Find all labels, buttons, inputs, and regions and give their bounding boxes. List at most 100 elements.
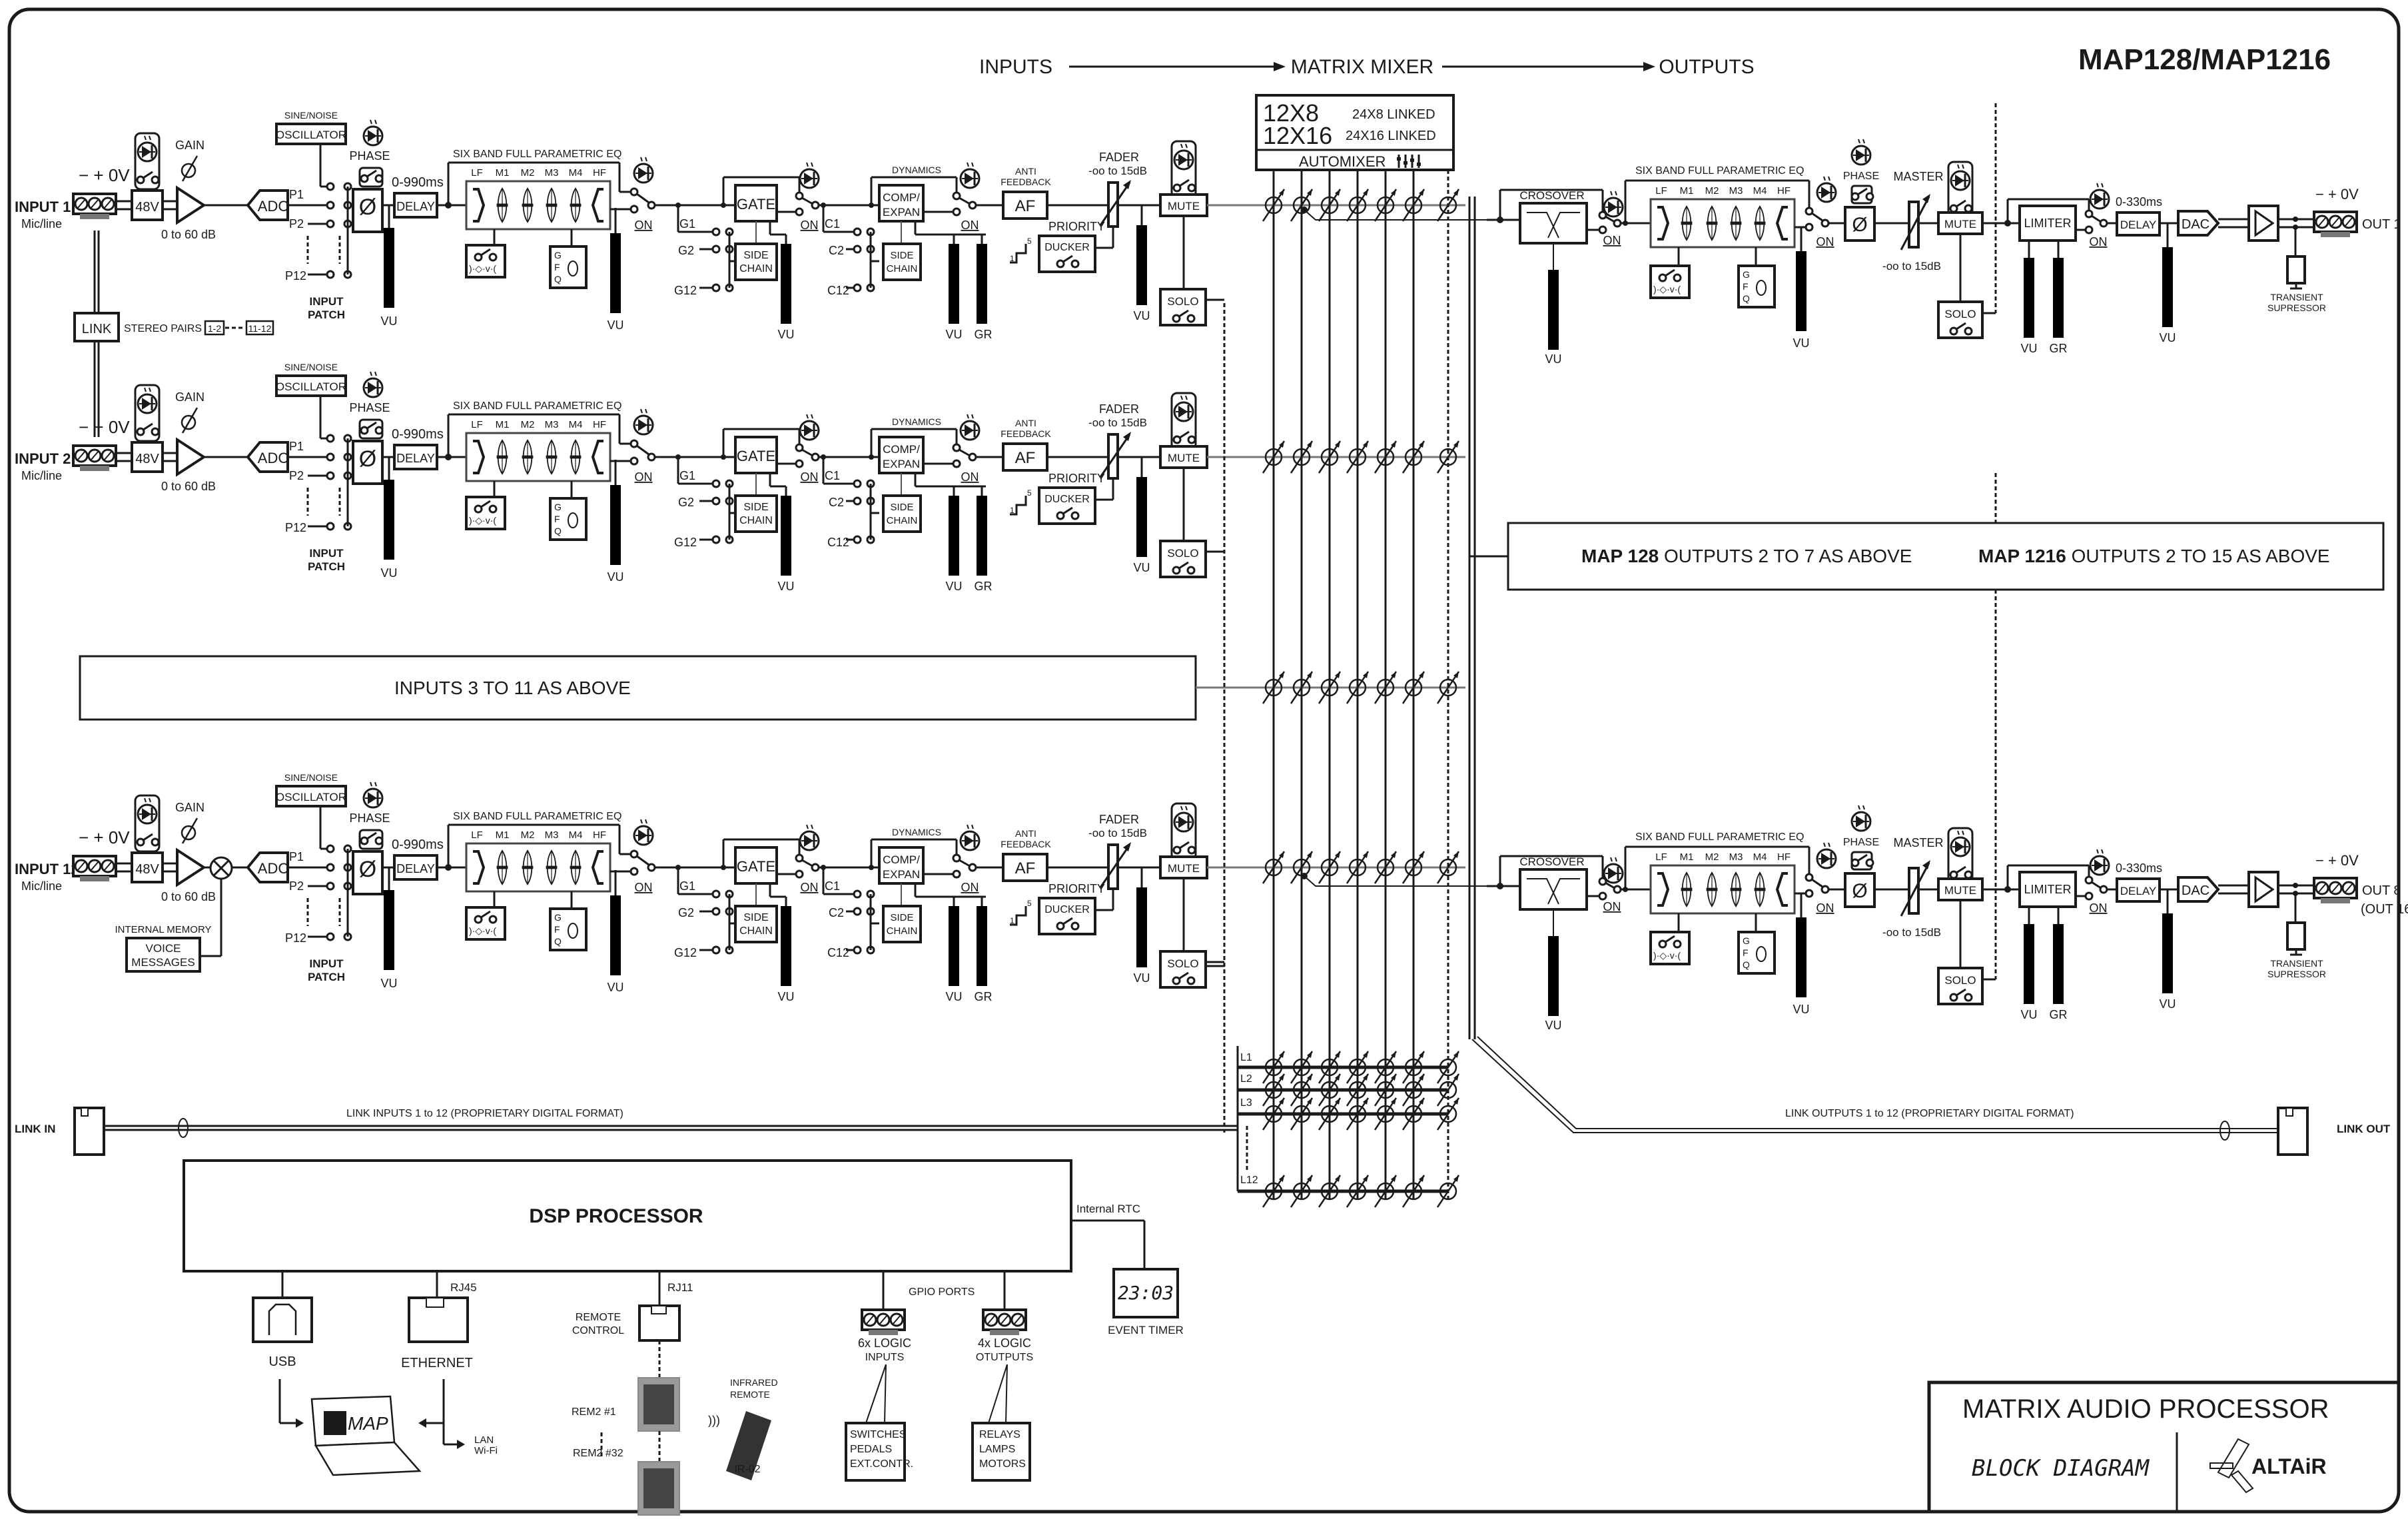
- priority-ducker-block[interactable]: [1038, 897, 1096, 935]
- limiter-bypass-switch[interactable]: [2084, 875, 2108, 901]
- eq-bypass-switch[interactable]: [610, 849, 656, 876]
- voice-messages-block[interactable]: [125, 937, 201, 973]
- comp-bypass-switch[interactable]: [952, 853, 977, 879]
- limiter-block[interactable]: [2018, 205, 2077, 242]
- output-solo-block[interactable]: [1937, 300, 1984, 339]
- gain-knob-icon[interactable]: [181, 825, 197, 841]
- svg-text:M4: M4: [569, 829, 583, 841]
- solo-block[interactable]: [1159, 950, 1207, 989]
- phantom-switch-icon[interactable]: [135, 133, 159, 189]
- gate-bypass-switch[interactable]: [795, 853, 820, 879]
- eq-bypass-switch[interactable]: [610, 187, 656, 214]
- crossover-bypass-switch[interactable]: [1598, 211, 1622, 235]
- parametric-eq-block[interactable]: [465, 842, 611, 893]
- output-eq-block[interactable]: [1649, 198, 1796, 249]
- svg-text:C1: C1: [825, 217, 840, 231]
- crossover-block[interactable]: [1519, 868, 1588, 911]
- svg-text:ON: ON: [961, 881, 979, 894]
- vu-meter-icon: [2024, 924, 2034, 1004]
- limiter-block[interactable]: [2018, 871, 2077, 908]
- delay-block[interactable]: [393, 192, 438, 219]
- svg-text:MAP 1216 OUTPUTS 2 TO 15 AS AB: MAP 1216 OUTPUTS 2 TO 15 AS ABOVE: [1978, 546, 2330, 566]
- anti-feedback-block[interactable]: [1002, 442, 1048, 472]
- link-in-port[interactable]: [73, 1107, 105, 1156]
- comp-sidechain-patch[interactable]: [846, 227, 879, 292]
- mute-switch-icon[interactable]: [1172, 393, 1196, 449]
- comp-sidechain-patch[interactable]: [846, 479, 879, 544]
- eq-filter-type-selector[interactable]: [1649, 931, 1691, 965]
- crossover-block[interactable]: [1519, 202, 1588, 245]
- svg-text:FEEDBACK: FEEDBACK: [1001, 177, 1051, 187]
- anti-feedback-block[interactable]: [1002, 191, 1048, 220]
- connector-pins-label: − + 0V: [79, 827, 130, 847]
- link-button[interactable]: [73, 312, 120, 342]
- priority-ducker-block[interactable]: [1038, 486, 1096, 525]
- crossover-bypass-switch[interactable]: [1598, 877, 1622, 901]
- solo-block[interactable]: [1159, 540, 1207, 578]
- svg-text:VU: VU: [607, 570, 623, 584]
- comp-bypass-switch[interactable]: [952, 191, 977, 217]
- svg-text:SIX BAND FULL PARAMETRIC EQ: SIX BAND FULL PARAMETRIC EQ: [453, 400, 621, 412]
- eq-gfq-control[interactable]: [549, 245, 588, 289]
- limiter-bypass-switch[interactable]: [2084, 209, 2108, 235]
- eq-bypass-switch[interactable]: [610, 439, 656, 466]
- parametric-eq-block[interactable]: [465, 432, 611, 482]
- phantom-switch-icon[interactable]: [135, 795, 159, 851]
- knob-icon: [1756, 280, 1767, 296]
- eq-filter-type-selector[interactable]: [465, 906, 506, 941]
- limiter-on-led-icon: [2089, 182, 2110, 210]
- mute-switch-icon[interactable]: [1948, 162, 1972, 218]
- svg-text:LF: LF: [1655, 851, 1667, 863]
- vu-meter-icon: [2162, 247, 2173, 327]
- gate-bypass-switch[interactable]: [795, 191, 820, 217]
- input-patch-switch[interactable]: [306, 182, 352, 279]
- svg-text:SWITCHES: SWITCHES: [850, 1429, 906, 1440]
- event-timer-display[interactable]: [1112, 1268, 1179, 1318]
- input-name: INPUT 2: [15, 450, 71, 467]
- gate-bypass-switch[interactable]: [795, 443, 820, 468]
- svg-text:G: G: [1743, 269, 1750, 280]
- solo-block[interactable]: [1159, 288, 1207, 326]
- gate-sidechain-patch[interactable]: [699, 479, 735, 544]
- input-patch-switch[interactable]: [306, 434, 352, 531]
- mute-switch-icon[interactable]: [1172, 803, 1196, 859]
- priority-ducker-block[interactable]: [1038, 235, 1096, 273]
- svg-text:OSCILLATOR: OSCILLATOR: [276, 791, 346, 803]
- svg-text:DSP PROCESSOR: DSP PROCESSOR: [529, 1205, 703, 1227]
- stereo-pair-last[interactable]: [245, 320, 274, 336]
- delay-block[interactable]: [393, 854, 438, 881]
- channel-fader[interactable]: [1107, 181, 1119, 228]
- output-eq-bypass-switch[interactable]: [1795, 873, 1830, 898]
- eq-filter-type-selector[interactable]: [465, 496, 506, 530]
- stereo-pair-first[interactable]: [204, 320, 225, 336]
- gain-knob-icon[interactable]: [181, 414, 197, 430]
- mute-switch-icon[interactable]: [1948, 828, 1972, 884]
- eq-filter-type-selector[interactable]: [465, 244, 506, 278]
- phantom-switch-icon[interactable]: [135, 385, 159, 441]
- svg-text:VU: VU: [945, 580, 962, 593]
- compressor-expander-block[interactable]: [878, 436, 925, 474]
- anti-feedback-block[interactable]: [1002, 853, 1048, 882]
- input-patch-switch[interactable]: [306, 844, 352, 941]
- svg-text:G1: G1: [679, 217, 695, 231]
- parametric-eq-block[interactable]: [465, 180, 611, 231]
- output-solo-block[interactable]: [1937, 967, 1984, 1005]
- output-eq-bypass-switch[interactable]: [1795, 207, 1830, 232]
- delay-block[interactable]: [393, 444, 438, 470]
- crosspoint-gain-icon[interactable]: [1436, 188, 1460, 223]
- channel-fader[interactable]: [1107, 433, 1119, 480]
- channel-fader[interactable]: [1107, 843, 1119, 890]
- gain-knob-icon[interactable]: [181, 163, 197, 179]
- gate-sidechain-patch[interactable]: [699, 889, 735, 955]
- svg-text:LINK: LINK: [82, 322, 112, 336]
- gate-block[interactable]: [734, 436, 778, 474]
- gate-sidechain-patch[interactable]: [699, 227, 735, 292]
- mute-switch-icon[interactable]: [1172, 141, 1196, 197]
- comp-bypass-switch[interactable]: [952, 443, 977, 468]
- knob-icon: [1756, 946, 1767, 962]
- output-eq-block[interactable]: [1649, 864, 1796, 915]
- comp-sidechain-patch[interactable]: [846, 889, 879, 955]
- svg-text:ON: ON: [635, 881, 653, 894]
- svg-text:M1: M1: [496, 419, 510, 430]
- eq-filter-type-selector[interactable]: [1649, 264, 1691, 299]
